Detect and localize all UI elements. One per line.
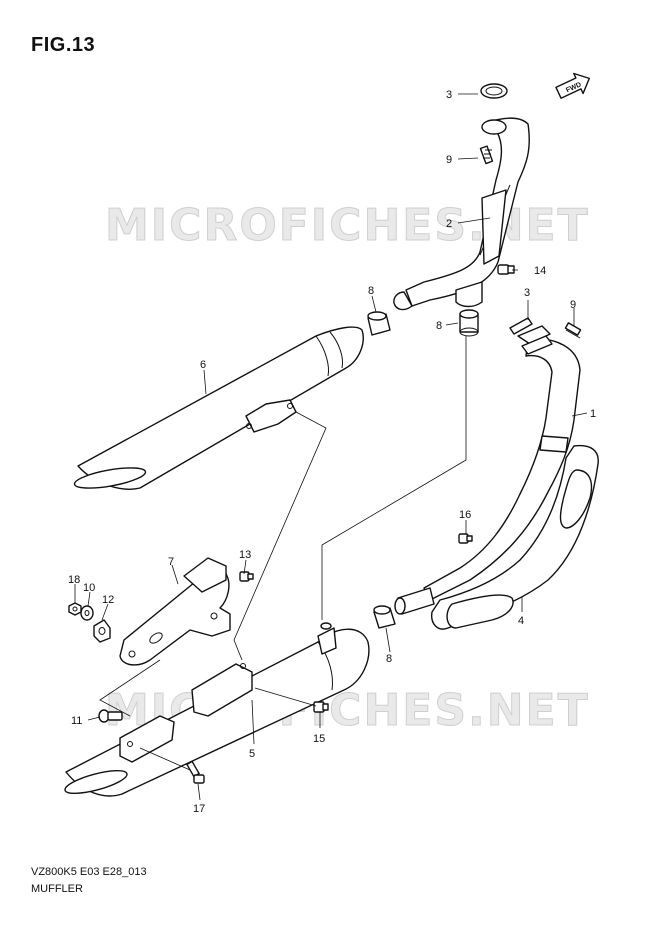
heat-shield xyxy=(431,444,599,630)
diagram-caption: MUFFLER xyxy=(31,883,83,895)
cushion-12 xyxy=(93,619,111,643)
callout-9: 9 xyxy=(446,154,452,166)
bolt-right xyxy=(564,322,582,339)
bolt-15 xyxy=(313,701,329,713)
gasket-rear xyxy=(509,317,533,335)
callout-11: 11 xyxy=(71,715,82,727)
callout-12: 12 xyxy=(102,594,114,606)
fwd-arrow-icon: FWD xyxy=(555,72,591,99)
bolt-16 xyxy=(458,533,473,544)
callout-14: 14 xyxy=(534,265,546,277)
connector-gasket-c xyxy=(373,605,396,629)
front-exhaust-pipe xyxy=(393,117,530,311)
figure-title: FIG.13 xyxy=(31,34,96,56)
assembly-lines xyxy=(99,336,467,771)
callout-8: 8 xyxy=(436,320,442,332)
bolt-17 xyxy=(186,760,205,784)
callout-8: 8 xyxy=(368,285,374,297)
upper-muffler xyxy=(73,326,364,490)
callout-18: 18 xyxy=(68,574,80,586)
callout-15: 15 xyxy=(313,733,325,745)
muffler-bracket xyxy=(119,557,231,666)
bolt-14 xyxy=(497,264,515,275)
nut-18 xyxy=(68,602,82,616)
diagram-code: VZ800K5 E03 E28_013 xyxy=(31,866,147,878)
callout-10: 10 xyxy=(83,582,95,594)
callout-3: 3 xyxy=(446,89,452,101)
gasket-top xyxy=(480,83,508,99)
callout-8: 8 xyxy=(386,653,392,665)
rear-exhaust-pipe xyxy=(394,338,581,615)
leader-lines xyxy=(74,93,588,801)
callout-16: 16 xyxy=(459,509,471,521)
bolt-11 xyxy=(98,709,123,723)
callout-17: 17 xyxy=(193,803,205,815)
callout-6: 6 xyxy=(200,359,206,371)
bolt-13 xyxy=(239,571,254,582)
callout-7: 7 xyxy=(168,556,174,568)
watermark-top: MICROFICHES.NET xyxy=(105,200,590,251)
callout-3: 3 xyxy=(524,287,530,299)
bolt-top xyxy=(479,145,494,165)
washer-10 xyxy=(80,605,94,621)
connector-gasket-a xyxy=(367,311,391,336)
callout-2: 2 xyxy=(446,218,452,230)
connector-gasket-b xyxy=(459,309,479,337)
callout-1: 1 xyxy=(590,408,596,420)
flange-rear xyxy=(517,325,553,355)
callout-9: 9 xyxy=(570,299,576,311)
callout-4: 4 xyxy=(518,615,524,627)
callout-13: 13 xyxy=(239,549,251,561)
lower-muffler xyxy=(64,622,370,797)
callout-5: 5 xyxy=(249,748,255,760)
